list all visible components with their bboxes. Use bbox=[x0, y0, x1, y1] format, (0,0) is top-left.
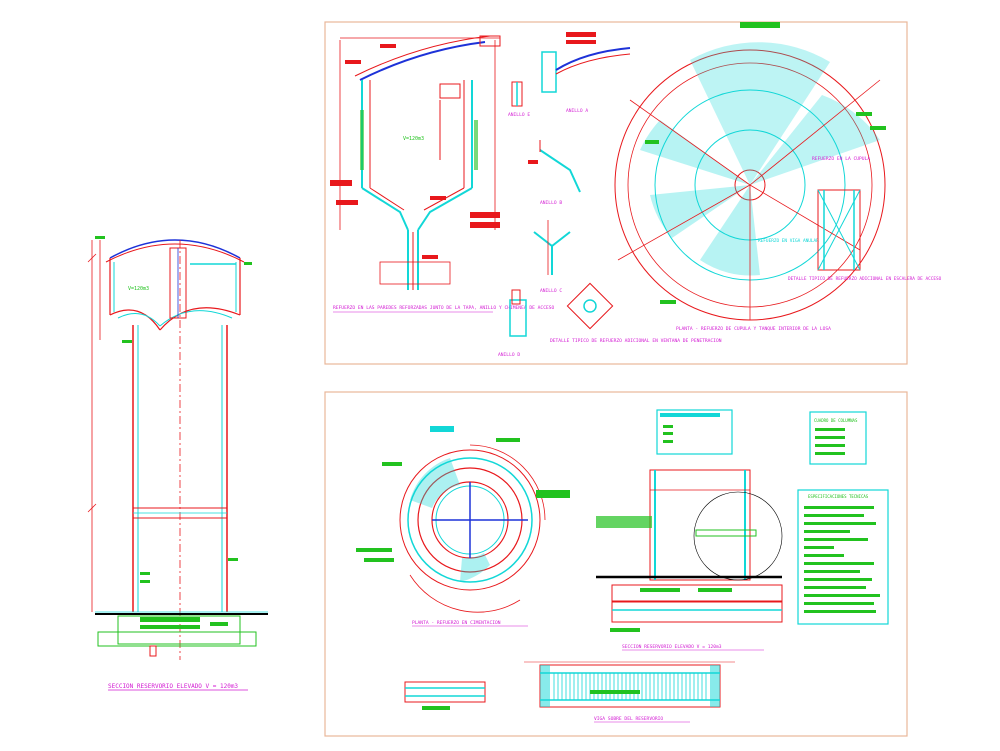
wall-section-caption: REFUERZO EN LAS PAREDES REFORZADAS JUNTO… bbox=[333, 305, 554, 311]
ring-beam-label: REFUERZO EN VIGA ANULAR bbox=[758, 238, 819, 244]
radial-plan-title: PLANTA - REFUERZO DE CUPULA Y TANQUE INT… bbox=[676, 326, 831, 332]
ring-e-label: ANILLO E bbox=[508, 112, 530, 118]
ring-c-label: ANILLO C bbox=[540, 288, 562, 294]
sheet-1: V=120m3 REFUERZO EN LAS PAREDES REFORZAD… bbox=[324, 21, 942, 365]
tank-section-elevation: V=120m3 SECCION RESERVORIO ELEVADO V = 1… bbox=[87, 236, 268, 691]
wall-reinforcement-section: V=120m3 REFUERZO EN LAS PAREDES REFORZAD… bbox=[330, 35, 554, 313]
ring-b-label: ANILLO B bbox=[540, 200, 562, 206]
ladder-detail-caption: DETALLE TIPICO DE REFUERZO ADICIONAL EN … bbox=[788, 276, 942, 282]
dome-reinforcement-label: REFUERZO EN LA CUPULA bbox=[812, 156, 870, 162]
sheet-1-volume-label: V=120m3 bbox=[403, 136, 424, 142]
beam-title: VIGA SOBRE DEL RESERVORIO bbox=[594, 716, 663, 722]
tank-section-title: SECCION RESERVORIO ELEVADO V = 120m3 bbox=[108, 683, 238, 690]
tank-base-section: SECCION RESERVORIO ELEVADO V = 120m3 bbox=[596, 409, 783, 651]
specs-title: ESPECIFICACIONES TECNICAS bbox=[808, 494, 869, 499]
ring-a-label: ANILLO A bbox=[566, 108, 588, 114]
tank-volume-label: V=120m3 bbox=[128, 286, 149, 292]
typical-detail-caption: DETALLE TIPICO DE REFUERZO ADICIONAL EN … bbox=[550, 338, 722, 344]
sheet-2: PLANTA - REFUERZO EN CIMENTACION SECCI bbox=[324, 391, 908, 737]
sheet-1-frame bbox=[324, 21, 908, 365]
beam-details: VIGA SOBRE DEL RESERVORIO bbox=[404, 661, 735, 723]
section-title: SECCION RESERVORIO ELEVADO V = 120m3 bbox=[622, 644, 722, 650]
ring-details: ANILLO A ANILLO E ANILLO B ANILLO C ANIL… bbox=[498, 32, 722, 358]
columns-table-title: CUADRO DE COLUMNAS bbox=[814, 418, 858, 423]
specification-tables: CUADRO DE COLUMNAS ESPECIFICACIONES TECN… bbox=[797, 411, 889, 625]
sheet-2-frame bbox=[324, 391, 908, 737]
foundation-plan: PLANTA - REFUERZO EN CIMENTACION bbox=[356, 426, 570, 627]
dome-radial-plan: PLANTA - REFUERZO DE CUPULA Y TANQUE INT… bbox=[614, 22, 942, 332]
foundation-plan-title: PLANTA - REFUERZO EN CIMENTACION bbox=[412, 620, 501, 626]
ring-d-label: ANILLO D bbox=[498, 352, 520, 358]
